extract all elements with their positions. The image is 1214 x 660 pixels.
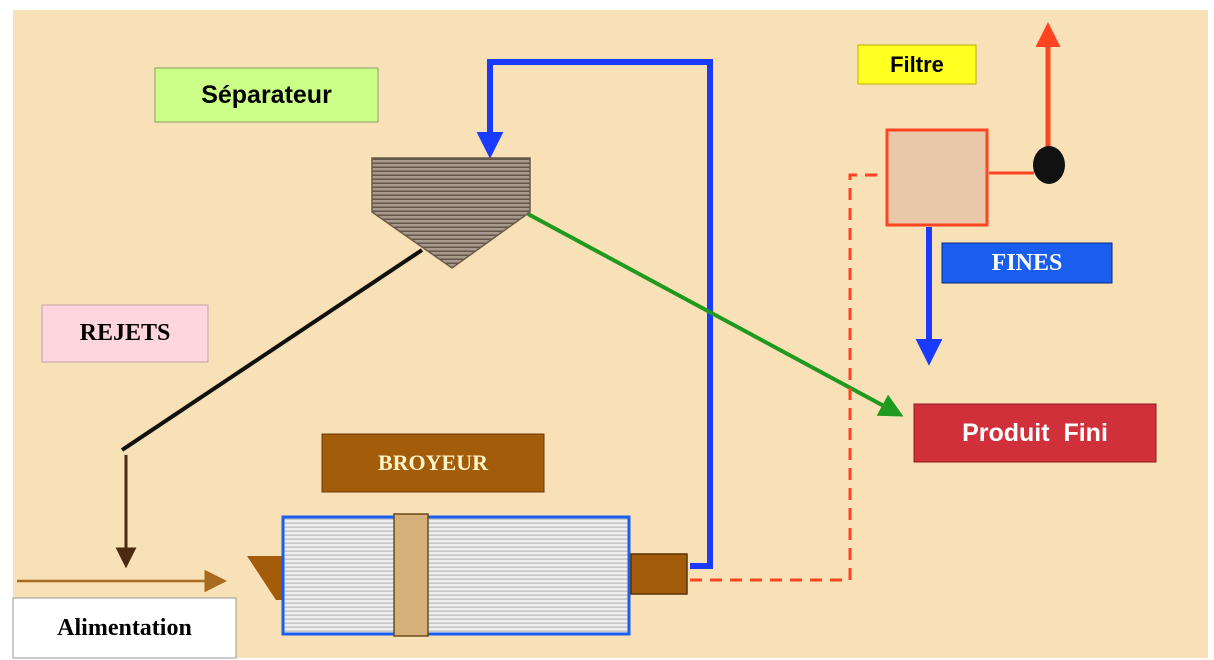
alimentation-label: Alimentation [57, 614, 192, 641]
product-line [527, 212, 904, 417]
produit-fini-label-box [913, 403, 1157, 463]
separateur-label-box [154, 67, 379, 123]
mill-ring [393, 513, 429, 637]
rejets-label: REJETS [79, 320, 171, 346]
fines-label-box [941, 242, 1113, 284]
fan-dot-icon [1033, 146, 1065, 184]
fines-label: FINES [991, 249, 1063, 276]
produit-fini-label: Produit Fini [962, 418, 1108, 447]
filtre-label-box [857, 44, 977, 85]
alimentation-label-box [12, 597, 237, 659]
recycle-line [476, 59, 713, 569]
rejets-label-box [41, 304, 209, 363]
mill-feed-cone-icon [247, 556, 283, 600]
mill-outlet [630, 553, 688, 595]
filter-unit-icon [885, 128, 989, 227]
dust-line-dashed [690, 173, 880, 582]
filtre-label: Filtre [890, 51, 944, 77]
separateur-label: Séparateur [201, 80, 332, 109]
broyeur-label: BROYEUR [377, 450, 488, 475]
mill-drum-icon [281, 515, 631, 636]
broyeur-label-box [321, 433, 545, 493]
separator-hopper-icon [371, 157, 531, 269]
reject-line [120, 248, 424, 452]
